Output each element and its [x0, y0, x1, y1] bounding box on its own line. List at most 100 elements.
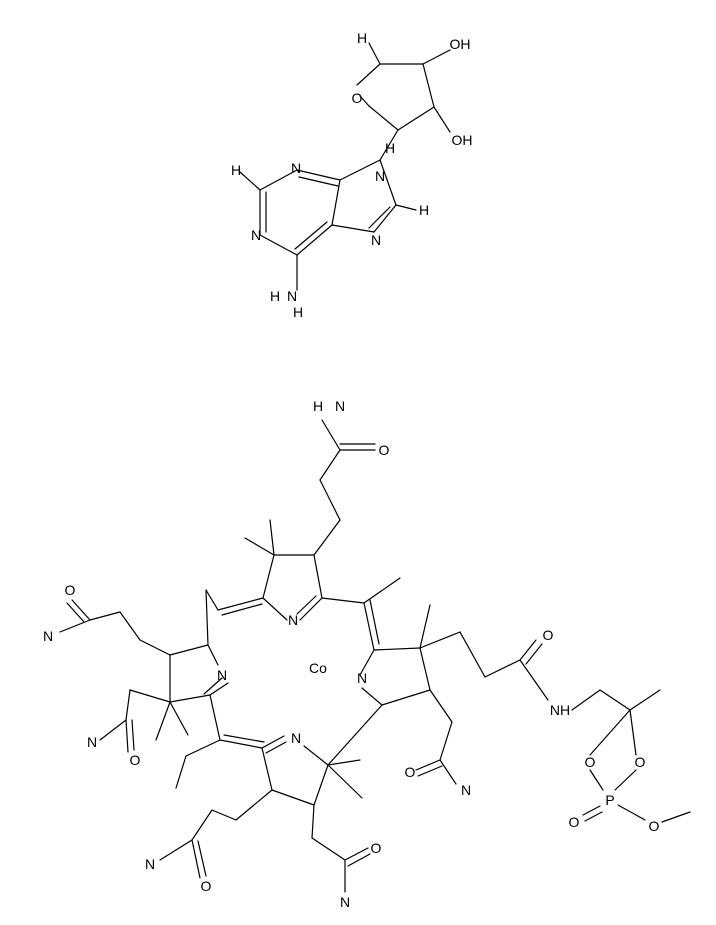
- bond: [629, 689, 661, 711]
- bond: [368, 206, 391, 229]
- bond: [59, 619, 91, 633]
- bond: [296, 169, 341, 181]
- bond: [125, 689, 131, 721]
- bond: [368, 42, 381, 65]
- bond: [484, 659, 521, 678]
- bond: [344, 847, 369, 861]
- bond: [582, 805, 601, 816]
- atom-label-h: H: [270, 288, 280, 304]
- bond: [419, 631, 461, 649]
- bond: [433, 106, 451, 133]
- bond: [294, 221, 328, 250]
- bond: [439, 759, 457, 785]
- bond: [211, 809, 237, 821]
- atom-label-o: O: [649, 818, 660, 834]
- bond: [185, 739, 221, 757]
- bond: [327, 704, 383, 766]
- bond: [373, 204, 397, 233]
- atom-label-o: O: [371, 840, 382, 856]
- bond: [359, 95, 370, 107]
- atom-label-n: N: [288, 612, 298, 628]
- atom-label-n: N: [145, 856, 155, 872]
- bond: [235, 789, 273, 821]
- bond: [347, 853, 371, 867]
- bond: [159, 839, 193, 861]
- bond: [439, 721, 453, 761]
- atom-label-o: O: [130, 752, 141, 768]
- bond: [359, 649, 375, 676]
- bond: [298, 176, 339, 187]
- bond: [381, 689, 431, 706]
- bond-layer: [59, 42, 691, 893]
- bond: [223, 734, 265, 743]
- atom-label-oh: OH: [452, 132, 473, 148]
- bond: [379, 129, 399, 161]
- bond: [363, 602, 375, 651]
- atom-label-h: H: [419, 202, 429, 218]
- bond: [629, 709, 637, 756]
- bond: [321, 419, 341, 451]
- bond: [419, 647, 431, 691]
- bond: [525, 643, 543, 665]
- atom-label-o: O: [635, 754, 646, 770]
- atom-label-n: N: [291, 730, 301, 746]
- atom-label-h: H: [231, 162, 241, 178]
- bond: [244, 537, 275, 556]
- bond: [262, 554, 275, 599]
- bond: [419, 604, 431, 649]
- atom-label-o: O: [405, 764, 416, 780]
- bond: [311, 837, 346, 861]
- bond: [296, 595, 317, 615]
- atom-label-n: N: [340, 894, 350, 910]
- bond: [205, 589, 219, 611]
- atom-label-o: O: [352, 90, 363, 106]
- bond: [356, 63, 381, 86]
- bond: [217, 597, 264, 611]
- bond: [219, 739, 263, 749]
- bond: [261, 747, 273, 791]
- atom-label-o: O: [379, 442, 390, 458]
- bond: [361, 687, 383, 706]
- bond: [299, 597, 323, 621]
- atom-label-n: N: [217, 667, 227, 683]
- bond: [614, 769, 637, 791]
- bond: [296, 224, 333, 256]
- atom-label-o: O: [65, 582, 76, 598]
- bond: [422, 49, 451, 65]
- bond: [379, 159, 397, 206]
- bond: [239, 171, 261, 191]
- atom-label-h: H: [385, 140, 395, 156]
- bond: [571, 689, 601, 711]
- atom-label-n: N: [461, 782, 471, 798]
- bond: [417, 765, 443, 777]
- bond: [589, 709, 631, 756]
- atom-label-oh: OH: [450, 36, 471, 52]
- bond: [661, 811, 691, 823]
- bond: [66, 602, 85, 623]
- bond: [131, 719, 135, 751]
- bond: [191, 809, 213, 841]
- bond: [311, 804, 315, 839]
- bond: [327, 764, 363, 799]
- bond: [169, 644, 209, 656]
- bond: [519, 639, 537, 661]
- bond: [269, 519, 275, 556]
- bond: [209, 682, 229, 696]
- atom-label-n: N: [375, 168, 385, 184]
- bond: [313, 554, 323, 599]
- bond: [327, 759, 361, 766]
- bond: [303, 745, 329, 766]
- bond: [599, 689, 631, 711]
- atom-label-p: P: [605, 792, 614, 808]
- atom-label-n: N: [87, 734, 97, 750]
- atom-label-n: N: [43, 628, 53, 644]
- bond: [584, 811, 603, 822]
- bond: [125, 719, 129, 753]
- bond: [617, 804, 646, 821]
- bond: [589, 769, 604, 791]
- bond: [415, 759, 441, 771]
- bond: [395, 204, 417, 211]
- bond: [139, 639, 171, 656]
